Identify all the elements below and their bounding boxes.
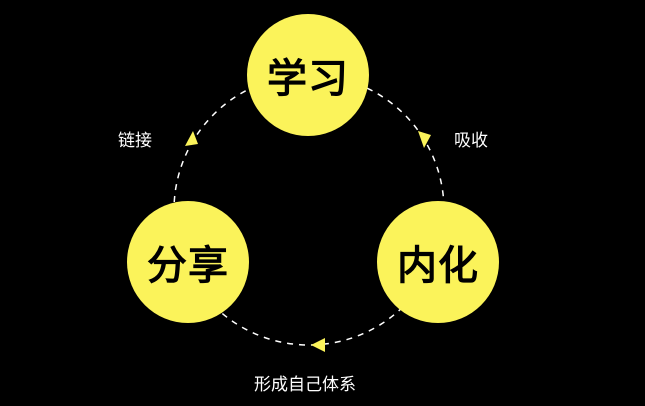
label-link: 链接	[118, 131, 152, 151]
node-internalize: 内化	[377, 201, 499, 323]
node-learn: 学习	[247, 14, 369, 136]
arrow-internalize-to-share-icon	[311, 338, 325, 352]
arrow-learn-to-internalize-icon	[418, 131, 431, 148]
node-share: 分享	[127, 201, 249, 323]
label-absorb: 吸收	[454, 131, 488, 151]
arrow-share-to-learn-icon	[185, 131, 198, 146]
label-form-system: 形成自己体系	[254, 375, 356, 395]
